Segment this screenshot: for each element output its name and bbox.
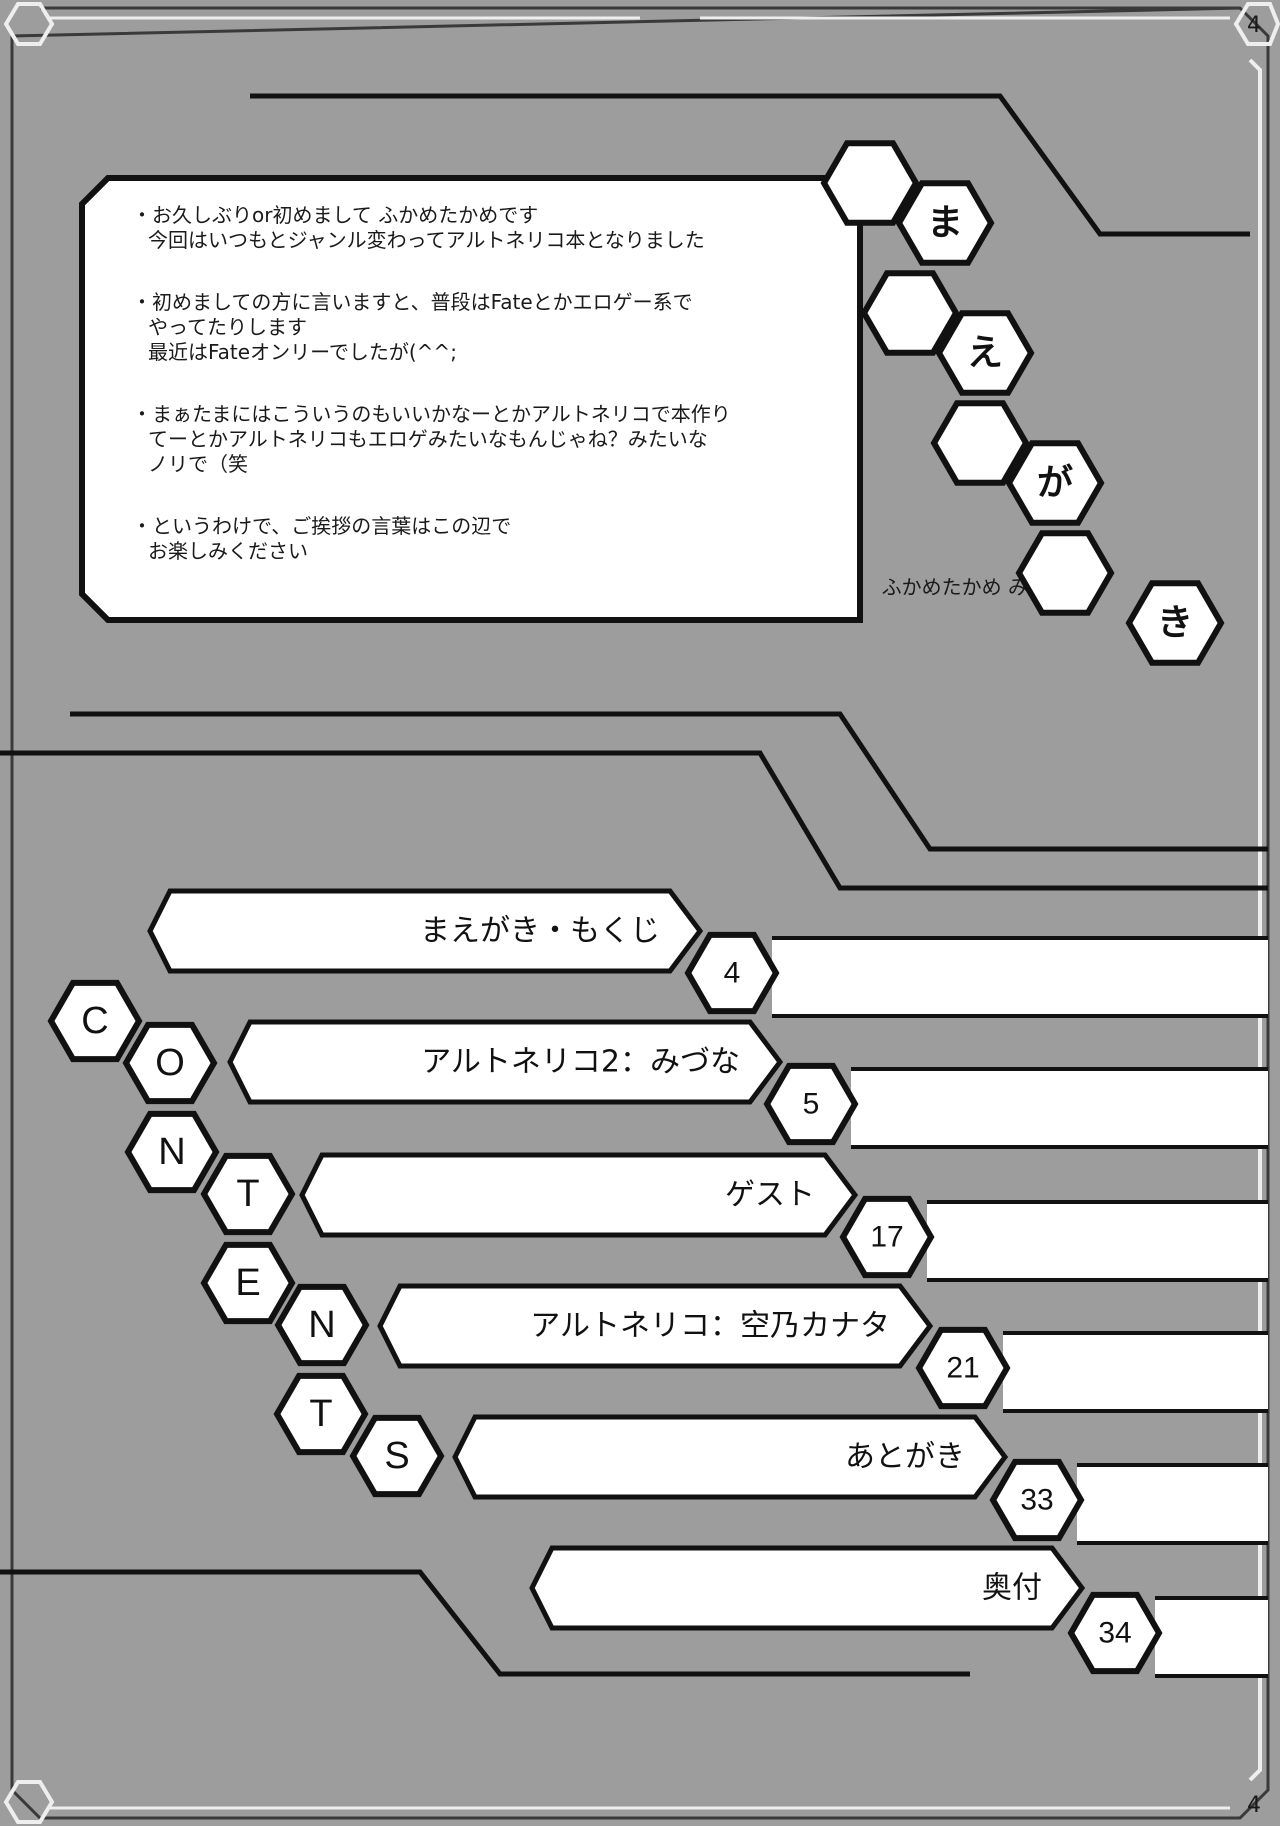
preface-line: ・まぁたまにはこういうのもいいかなーとかアルトネリコで本作り [132, 402, 731, 426]
hex-blank [930, 400, 1030, 486]
hex-blank [1015, 530, 1115, 616]
preface-text: ・お久しぶりor初めまして ふかめたかめです今回はいつもとジャンル変わってアルト… [132, 203, 731, 563]
toc-page-number: 21 [946, 1352, 979, 1385]
contents-letter: E [235, 1262, 260, 1304]
preface-line: お楽しみください [148, 539, 308, 563]
preface-title-char: き [1157, 603, 1193, 644]
preface-title-char: え [967, 333, 1003, 374]
toc-title: あとがき [845, 1440, 965, 1475]
preface-line: ノリで（笑 [148, 452, 248, 476]
toc-title-bar [147, 888, 704, 974]
contents-title-letter: C [47, 979, 143, 1063]
preface-line: 今回はいつもとジャンル変わってアルトネリコ本となりました [148, 228, 705, 252]
toc-page-hex [839, 1195, 935, 1279]
preface-title-char: が [1037, 463, 1073, 504]
contents-title-letter: N [274, 1283, 370, 1367]
contents-title-letter: S [349, 1414, 445, 1498]
preface-title-char: ま [927, 203, 963, 244]
toc-entry[interactable]: アルトネリコ：空乃カナタ 21 [377, 1283, 1268, 1413]
toc-title: ゲスト [725, 1178, 815, 1213]
toc-page-number: 4 [724, 957, 741, 990]
hex-title-char: が [1005, 440, 1105, 526]
toc-page-number: 33 [1020, 1484, 1053, 1517]
contents-letter: T [236, 1173, 259, 1215]
toc-page-hex [763, 1062, 859, 1146]
toc-entry[interactable]: ゲスト 17 [299, 1152, 1268, 1282]
contents-letter: O [155, 1042, 185, 1084]
contents-title-letter: E [200, 1241, 296, 1325]
contents-title-hexes: C O N T E N T S [47, 979, 445, 1498]
page-frame [10, 6, 1270, 1820]
contents-letter: S [384, 1435, 409, 1477]
toc-page-number: 34 [1098, 1617, 1131, 1650]
hex-blank [820, 140, 920, 226]
toc-title: アルトネリコ：空乃カナタ [530, 1309, 890, 1344]
preface-line: てーとかアルトネリコもエロゲみたいなもんじゃね？みたいな [148, 427, 708, 451]
toc-page-number: 5 [803, 1088, 820, 1121]
preface-title-hexes: まえがき [820, 140, 1225, 666]
toc-title-bar [299, 1152, 859, 1238]
contents-list: まえがき・もくじ 4 アルトネリコ2：みづな 5 ゲスト 17 アルトネリコ：空乃カナタ 21… [147, 888, 1268, 1678]
toc-entry[interactable]: アルトネリコ2：みづな 5 [227, 1019, 1268, 1149]
toc-page-hex [684, 931, 780, 1015]
contents-title-letter: O [122, 1021, 218, 1105]
preface-line: ・お久しぶりor初めまして ふかめたかめです [132, 203, 538, 227]
hex-title-char: え [935, 310, 1035, 396]
hex-title-char: ま [895, 180, 995, 266]
contents-letter: C [81, 1000, 108, 1042]
contents-letter: N [158, 1131, 185, 1173]
preface-line: やってたりします [148, 315, 307, 339]
toc-title-bar [227, 1019, 784, 1105]
circuit-lines [0, 93, 1268, 1677]
contents-letter: N [308, 1304, 335, 1346]
toc-title-bar [377, 1283, 934, 1369]
preface-line: 最近はFateオンリーでしたが(^^; [148, 340, 457, 364]
corner-mark: 4 [1247, 13, 1261, 38]
toc-page-hex [989, 1458, 1085, 1542]
contents-letter: T [309, 1393, 332, 1435]
toc-page-hex [915, 1326, 1011, 1410]
toc-title: アルトネリコ2：みづな [421, 1045, 740, 1080]
toc-title-bar [452, 1414, 1009, 1500]
toc-page-hex [1067, 1591, 1163, 1675]
toc-title-bar [529, 1545, 1086, 1631]
hex-blank [860, 270, 960, 356]
toc-entry[interactable]: あとがき 33 [452, 1414, 1268, 1545]
preface-box: ・お久しぶりor初めまして ふかめたかめです今回はいつもとジャンル変わってアルト… [79, 175, 1068, 623]
page-number: 4 [1247, 1793, 1261, 1818]
hex-title-char: き [1125, 580, 1225, 666]
preface-line: ・というわけで、ご挨拶の言葉はこの辺で [132, 514, 511, 538]
toc-title: まえがき・もくじ [420, 914, 660, 949]
toc-title: 奥付 [982, 1571, 1042, 1606]
toc-entry[interactable]: まえがき・もくじ 4 [147, 888, 1268, 1018]
corner-hex-icon [3, 1, 1280, 1824]
contents-title-letter: T [273, 1372, 369, 1456]
preface-line: ・初めましての方に言いますと、普段はFateとかエロゲー系で [132, 290, 693, 314]
toc-entry[interactable]: 奥付 34 [529, 1545, 1268, 1678]
contents-title-letter: T [200, 1152, 296, 1236]
contents-title-letter: N [124, 1110, 220, 1194]
toc-page-number: 17 [870, 1221, 903, 1254]
